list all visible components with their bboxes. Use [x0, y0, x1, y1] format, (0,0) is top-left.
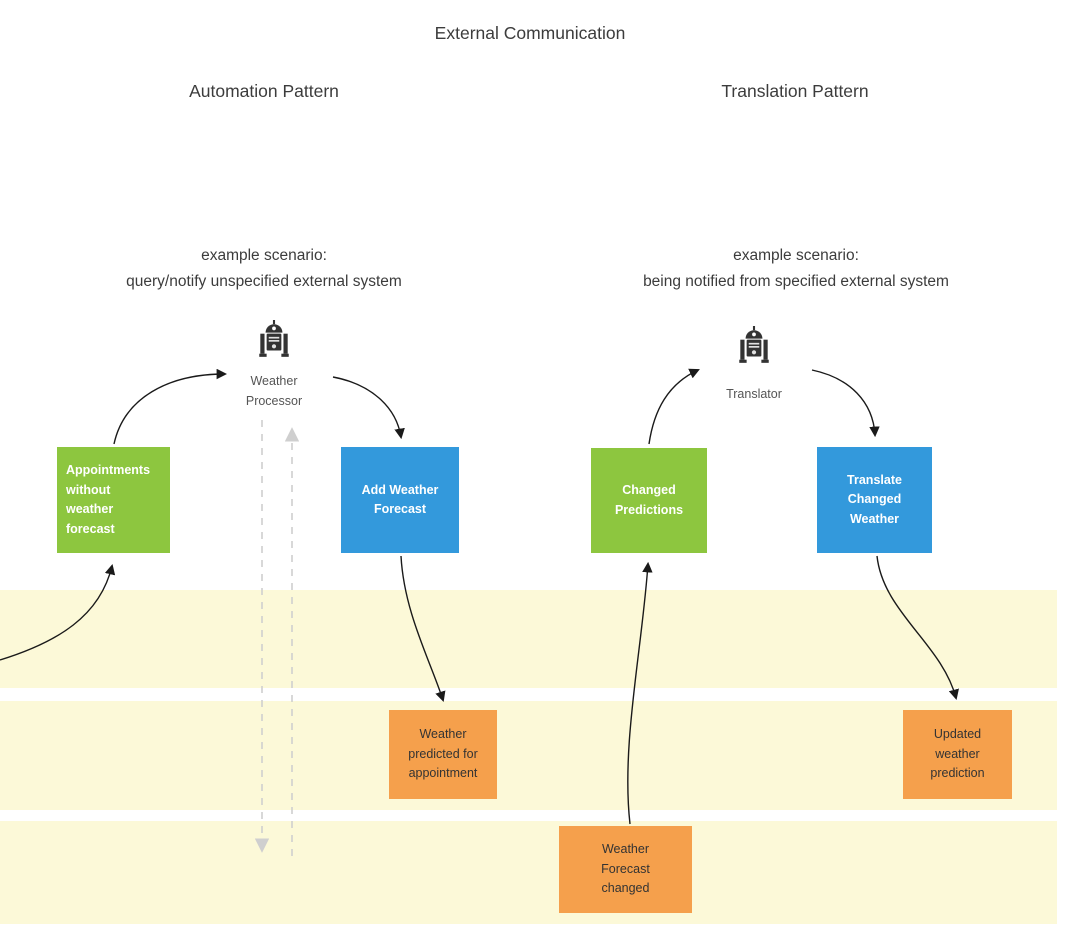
- add-weather-forecast-box: Add Weather Forecast: [341, 447, 459, 553]
- arrow-translator-to-translate: [811, 369, 880, 438]
- event-lane-2: [0, 701, 1057, 810]
- translation-scenario-label: example scenario:: [733, 247, 859, 264]
- weather-predicted-for-appointment-box: Weather predicted for appointment: [389, 710, 497, 799]
- event-lane-3: [0, 821, 1057, 924]
- automation-pattern-heading: Automation Pattern: [189, 81, 339, 101]
- translator-label: Translator: [726, 387, 782, 401]
- translation-scenario-text: example scenario: being notified from sp…: [596, 243, 996, 295]
- diagram-title: External Communication: [434, 23, 626, 43]
- changed-predictions-box: Changed Predictions: [591, 448, 707, 553]
- event-lane-1: [0, 590, 1057, 688]
- automation-scenario-desc: query/notify unspecified external system: [126, 273, 402, 290]
- arrow-changed-predictions-to-translator: [648, 368, 700, 445]
- automation-scenario-text: example scenario: query/notify unspecifi…: [64, 243, 464, 295]
- arrow-appointments-to-processor: [113, 368, 228, 445]
- translation-pattern-heading: Translation Pattern: [721, 81, 869, 101]
- weather-forecast-changed-box: Weather Forecast changed: [559, 826, 692, 913]
- weather-processor-label: Weather Processor: [245, 374, 303, 408]
- appointments-without-weather-forecast-box: Appointments without weather forecast: [57, 447, 170, 553]
- updated-weather-prediction-box: Updated weather prediction: [903, 710, 1012, 799]
- weather-processor-robot-icon: [255, 320, 293, 365]
- translate-changed-weather-box: Translate Changed Weather: [817, 447, 932, 553]
- automation-scenario-label: example scenario:: [201, 247, 327, 264]
- translator-robot-icon: [735, 326, 773, 371]
- arrow-processor-to-add-weather: [332, 376, 405, 440]
- translation-scenario-desc: being notified from specified external s…: [643, 273, 949, 290]
